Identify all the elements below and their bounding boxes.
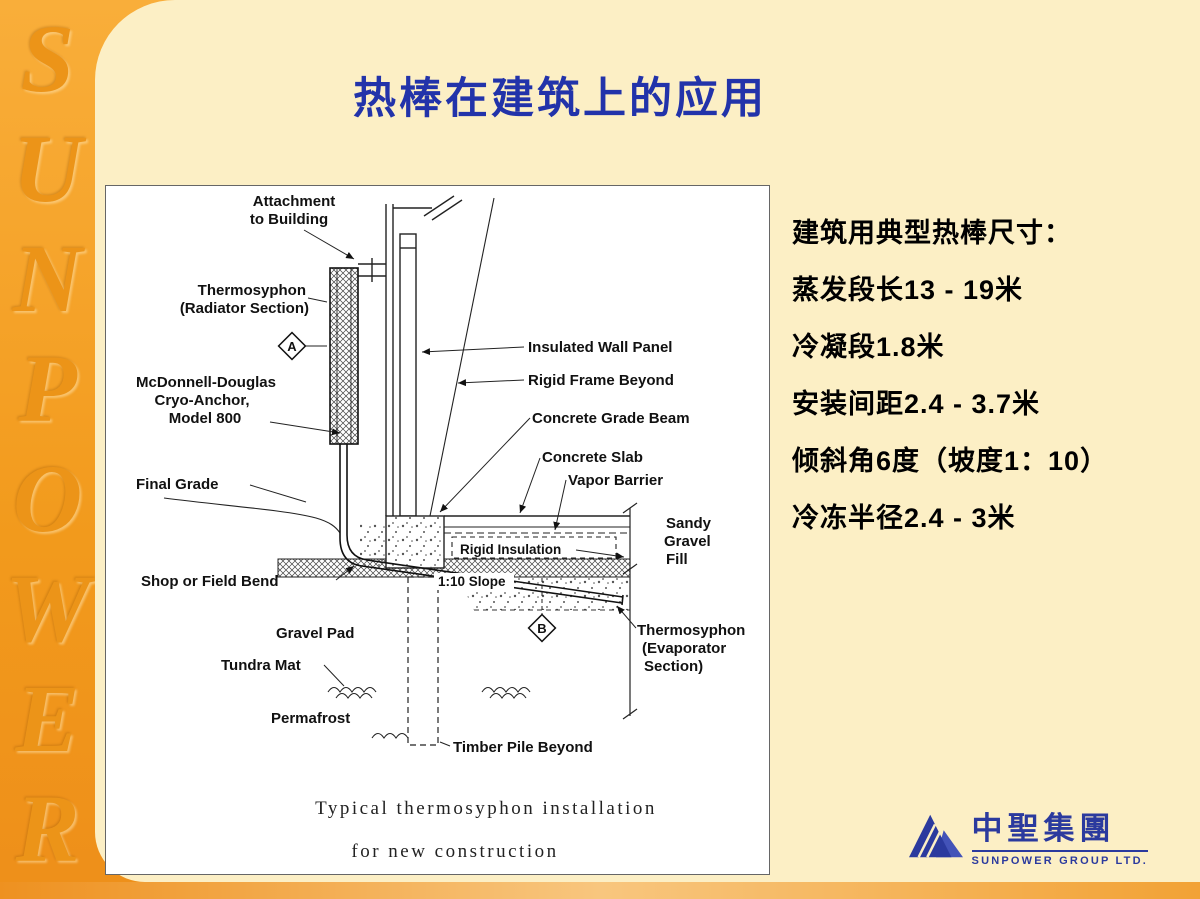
- marker-b-label: B: [537, 621, 546, 636]
- thermosyphon-diagram: A B Attachment to Building Thermosyphon …: [136, 193, 745, 862]
- label-cryo-anchor: McDonnell-Douglas: [136, 374, 276, 391]
- label-cryo-anchor: Cryo-Anchor,: [154, 392, 249, 409]
- timber-pile: [407, 576, 439, 746]
- label-timber-pile-beyond: Timber Pile Beyond: [453, 739, 593, 756]
- label-gravel-pad: Gravel Pad: [276, 625, 354, 642]
- slab-layers: [444, 515, 630, 559]
- thermosyphon-pipe: [339, 444, 624, 606]
- watermark-letter: U: [12, 115, 83, 222]
- label-slope: 1:10 Slope: [438, 574, 506, 589]
- sidebar-watermark: S U N P O W E R: [0, 0, 95, 899]
- label-attachment: Attachment: [253, 193, 336, 210]
- wall-structure: [358, 195, 495, 517]
- spec-list: 建筑用典型热棒尺寸： 蒸发段长13 - 19米 冷凝段1.8米 安装间距2.4 …: [792, 205, 1192, 547]
- concrete-grade-beam-shape: [385, 515, 445, 569]
- label-sandy-gravel-fill: Fill: [666, 551, 688, 568]
- spec-line-inclination: 倾斜角6度（坡度1：10）: [792, 446, 1109, 476]
- watermark-letter: R: [15, 775, 80, 882]
- label-concrete-grade-beam: Concrete Grade Beam: [532, 410, 690, 427]
- diagram-caption: Typical thermosyphon installation: [315, 798, 657, 819]
- company-logo: 中聖集團 SUNPOWER GROUP LTD.: [908, 810, 1148, 867]
- spec-line-condenser-length: 冷凝段1.8米: [792, 332, 945, 362]
- slide-title: 热棒在建筑上的应用: [353, 75, 767, 123]
- marker-a-label: A: [287, 339, 297, 354]
- company-name: 中聖集團: [971, 810, 1116, 846]
- label-attachment: to Building: [250, 211, 328, 228]
- watermark-letter: O: [12, 445, 83, 552]
- label-concrete-slab: Concrete Slab: [542, 449, 643, 466]
- label-thermosyphon-evaporator: (Evaporator: [642, 640, 726, 657]
- spec-line-freezing-radius: 冷冻半径2.4 - 3米: [792, 503, 1016, 533]
- spec-line-spacing: 安装间距2.4 - 3.7米: [792, 389, 1041, 419]
- label-shop-or-field-bend: Shop or Field Bend: [141, 573, 279, 590]
- label-tundra-mat: Tundra Mat: [221, 657, 301, 674]
- label-thermosyphon-radiator: (Radiator Section): [180, 300, 309, 317]
- tundra-mat-squiggles: [327, 686, 531, 739]
- label-thermosyphon-evaporator: Section): [644, 658, 703, 675]
- spec-line-evaporator-length: 蒸发段长13 - 19米: [792, 275, 1024, 305]
- label-rigid-insulation: Rigid Insulation: [460, 542, 561, 557]
- watermark-letter: N: [12, 225, 83, 332]
- leader-lines: [249, 229, 637, 747]
- radiator-section: [329, 267, 359, 445]
- label-thermosyphon-radiator: Thermosyphon: [198, 282, 306, 299]
- marker-b: B: [527, 613, 557, 643]
- label-rigid-frame-beyond: Rigid Frame Beyond: [528, 372, 674, 389]
- company-subtitle: SUNPOWER GROUP LTD.: [971, 850, 1148, 867]
- watermark-letter: E: [15, 665, 80, 772]
- label-insulated-wall-panel: Insulated Wall Panel: [528, 339, 672, 356]
- logo-text: 中聖集團 SUNPOWER GROUP LTD.: [971, 810, 1148, 867]
- spec-line-heading: 建筑用典型热棒尺寸：: [792, 218, 1072, 248]
- label-final-grade: Final Grade: [136, 476, 219, 493]
- bottom-accent-bar: [0, 882, 1200, 899]
- watermark-letter: S: [20, 5, 75, 112]
- final-grade-line: [163, 497, 341, 534]
- right-boundary: [622, 502, 638, 720]
- slope-label-bg: [434, 573, 514, 590]
- label-vapor-barrier: Vapor Barrier: [568, 472, 663, 489]
- watermark-letter: W: [4, 555, 91, 662]
- label-thermosyphon-evaporator: Thermosyphon: [637, 622, 745, 639]
- logo-triangle-icon: [908, 814, 963, 858]
- watermark-letter: P: [18, 335, 77, 442]
- diagram-frame: A B Attachment to Building Thermosyphon …: [105, 185, 770, 875]
- label-sandy-gravel-fill: Sandy: [666, 515, 712, 532]
- label-permafrost: Permafrost: [271, 710, 350, 727]
- marker-a: A: [277, 331, 307, 361]
- label-sandy-gravel-fill: Gravel: [664, 533, 711, 550]
- label-cryo-anchor: Model 800: [169, 410, 242, 427]
- diagram-caption: for new construction: [351, 841, 558, 862]
